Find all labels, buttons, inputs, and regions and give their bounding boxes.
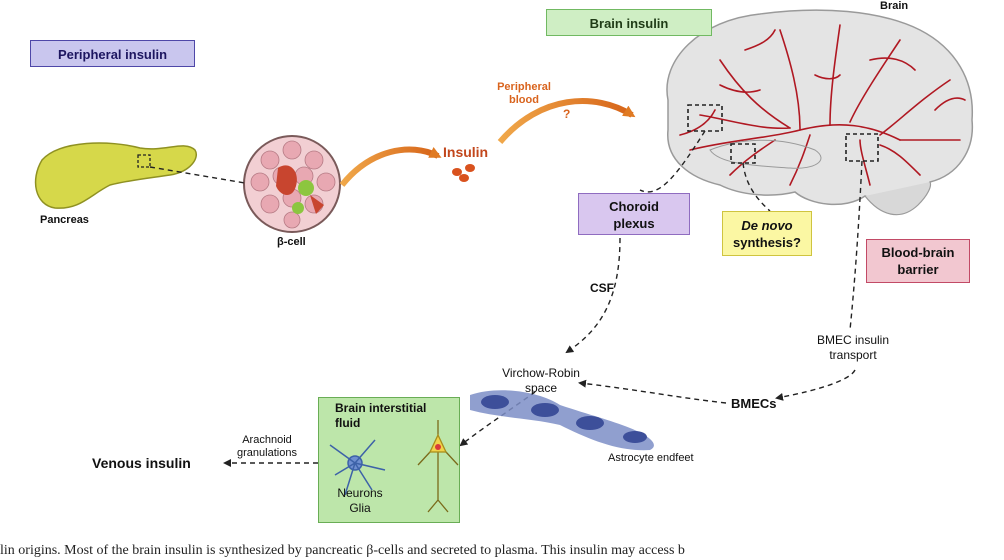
- brain-insulin-label: Brain insulin: [546, 9, 712, 36]
- beta-cell-label: β-cell: [277, 236, 306, 248]
- pancreas-illustration: [34, 142, 197, 209]
- astrocyte-endfeet-illustration: [470, 390, 654, 451]
- arachnoid-line-2: granulations: [237, 447, 297, 459]
- virchow-line-1: Virchow-Robin: [502, 366, 580, 380]
- pancreas-islet-connector: [149, 166, 246, 184]
- choroid-line-2: plexus: [613, 216, 655, 231]
- bif-line-1: Brain interstitial: [335, 401, 427, 415]
- peripheral-blood-line-2: blood: [509, 94, 539, 106]
- peripheral-blood-label: Peripheral blood: [484, 81, 564, 107]
- virchow-robin-space-label: Virchow-Robin space: [493, 366, 589, 396]
- denovo-connector: [742, 162, 771, 212]
- astrocyte-endfeet-label: Astrocyte endfeet: [608, 452, 694, 464]
- choroid-connector: [639, 130, 706, 193]
- arachnoid-granulations-label: Arachnoid granulations: [222, 434, 312, 460]
- brain-interstitial-fluid-label: Brain interstitial fluid: [335, 401, 426, 431]
- brain-illustration: [666, 9, 974, 216]
- bmec-transport-line-1: BMEC insulin: [816, 333, 890, 347]
- question-mark-label: ?: [563, 107, 571, 121]
- insulin-label: Insulin: [443, 144, 489, 160]
- csf-arrow: [565, 237, 621, 354]
- bbb-line-2: barrier: [897, 262, 939, 277]
- neurons-label: Neurons: [337, 486, 383, 500]
- bmec-insulin-transport-label: BMEC insulin transport: [798, 333, 908, 363]
- choroid-line-1: Choroid: [609, 199, 659, 214]
- de-novo-synthesis-label: De novo synthesis?: [722, 211, 812, 256]
- venous-insulin-label: Venous insulin: [92, 455, 191, 471]
- blood-brain-barrier-label: Blood-brain barrier: [866, 239, 970, 283]
- figure-caption: lin origins. Most of the brain insulin i…: [0, 543, 685, 558]
- denovo-line-1: De novo: [741, 218, 793, 233]
- bmecs-to-virchow-arrow: [578, 379, 727, 404]
- secretion-arrow: [339, 146, 442, 187]
- peripheral-blood-line-1: Peripheral: [497, 81, 551, 93]
- bmecs-label: BMECs: [731, 396, 777, 411]
- bmec-transport-line-2: transport: [829, 348, 877, 362]
- arachnoid-line-1: Arachnoid: [242, 434, 292, 446]
- choroid-plexus-label: Choroid plexus: [578, 193, 690, 235]
- bbb-connector: [849, 160, 863, 331]
- glia-label: Glia: [349, 501, 371, 515]
- virchow-line-2: space: [524, 381, 558, 395]
- bbb-line-1: Blood-brain: [881, 245, 955, 260]
- pancreas-label: Pancreas: [40, 214, 89, 226]
- bif-line-2: fluid: [335, 416, 361, 430]
- brain-label: Brain: [880, 0, 909, 12]
- beta-cell-illustration: [243, 135, 341, 233]
- peripheral-blood-arrow: [497, 98, 636, 144]
- csf-label: CSF: [590, 281, 614, 295]
- neuron-cell-icon: [417, 420, 459, 513]
- denovo-line-2: synthesis?: [733, 235, 801, 250]
- bmec-transport-arrow: [775, 369, 856, 401]
- peripheral-insulin-label: Peripheral insulin: [30, 40, 195, 67]
- neurons-glia-label: Neurons Glia: [330, 486, 390, 516]
- insulin-droplets: [452, 164, 475, 182]
- glia-cell-icon: [329, 439, 386, 496]
